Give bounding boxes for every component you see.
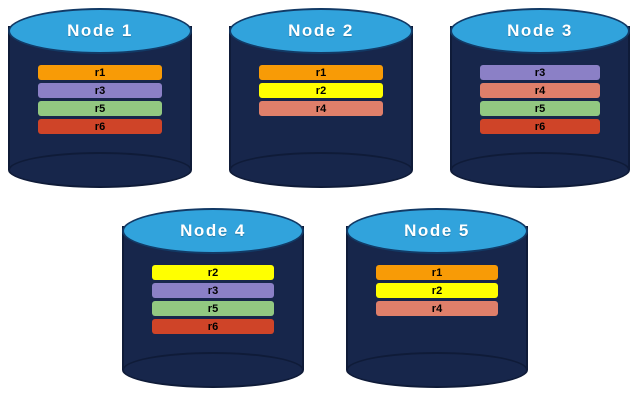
- replica-bar[interactable]: r4: [259, 101, 383, 116]
- node-title: Node 1: [67, 21, 133, 40]
- replica-bar[interactable]: r5: [480, 101, 600, 116]
- replica-bar[interactable]: r2: [152, 265, 274, 280]
- cylinder-bottom-ellipse: [450, 152, 630, 188]
- replica-bar[interactable]: r6: [38, 119, 162, 134]
- replica-bar-list: r1 r2 r4: [346, 208, 528, 388]
- cylinder-bottom-ellipse: [8, 152, 192, 188]
- cylinder-top-ellipse: Node 5: [346, 208, 528, 254]
- replica-bar[interactable]: r4: [480, 83, 600, 98]
- node-title: Node 2: [288, 21, 354, 40]
- replica-bar[interactable]: r1: [376, 265, 498, 280]
- replica-bar[interactable]: r3: [152, 283, 274, 298]
- replica-bar[interactable]: r6: [480, 119, 600, 134]
- cylinder-top-ellipse: Node 1: [8, 8, 192, 54]
- node-cylinder[interactable]: Node 3 r3 r4 r5 r6: [450, 8, 630, 188]
- cylinder-body: [450, 26, 630, 170]
- replica-bar-list: r2 r3 r5 r6: [122, 208, 304, 388]
- cylinder-top-ellipse: Node 4: [122, 208, 304, 254]
- cylinder-bottom-ellipse: [122, 352, 304, 388]
- replica-bar[interactable]: r3: [480, 65, 600, 80]
- replica-bar[interactable]: r5: [38, 101, 162, 116]
- cylinder-top-ellipse: Node 3: [450, 8, 630, 54]
- cylinder-bottom-ellipse: [346, 352, 528, 388]
- replica-bar-list: r1 r3 r5 r6: [8, 8, 192, 188]
- replica-bar[interactable]: r1: [38, 65, 162, 80]
- cylinder-bottom-ellipse: [229, 152, 413, 188]
- replica-bar[interactable]: r2: [376, 283, 498, 298]
- replica-bar[interactable]: r5: [152, 301, 274, 316]
- replica-bar[interactable]: r2: [259, 83, 383, 98]
- replica-bar[interactable]: r4: [376, 301, 498, 316]
- node-title: Node 5: [404, 221, 470, 240]
- node-title: Node 4: [180, 221, 246, 240]
- replica-bar[interactable]: r1: [259, 65, 383, 80]
- cylinder-top-ellipse: Node 2: [229, 8, 413, 54]
- node-cylinder[interactable]: Node 1 r1 r3 r5 r6: [8, 8, 192, 188]
- cylinder-body: [122, 226, 304, 370]
- node-title: Node 3: [507, 21, 573, 40]
- replica-bar[interactable]: r3: [38, 83, 162, 98]
- node-cylinder[interactable]: Node 5 r1 r2 r4: [346, 208, 528, 388]
- node-cylinder[interactable]: Node 2 r1 r2 r4: [229, 8, 413, 188]
- node-cylinder[interactable]: Node 4 r2 r3 r5 r6: [122, 208, 304, 388]
- replica-bar[interactable]: r6: [152, 319, 274, 334]
- replica-bar-list: r1 r2 r4: [229, 8, 413, 188]
- replica-bar-list: r3 r4 r5 r6: [450, 8, 630, 188]
